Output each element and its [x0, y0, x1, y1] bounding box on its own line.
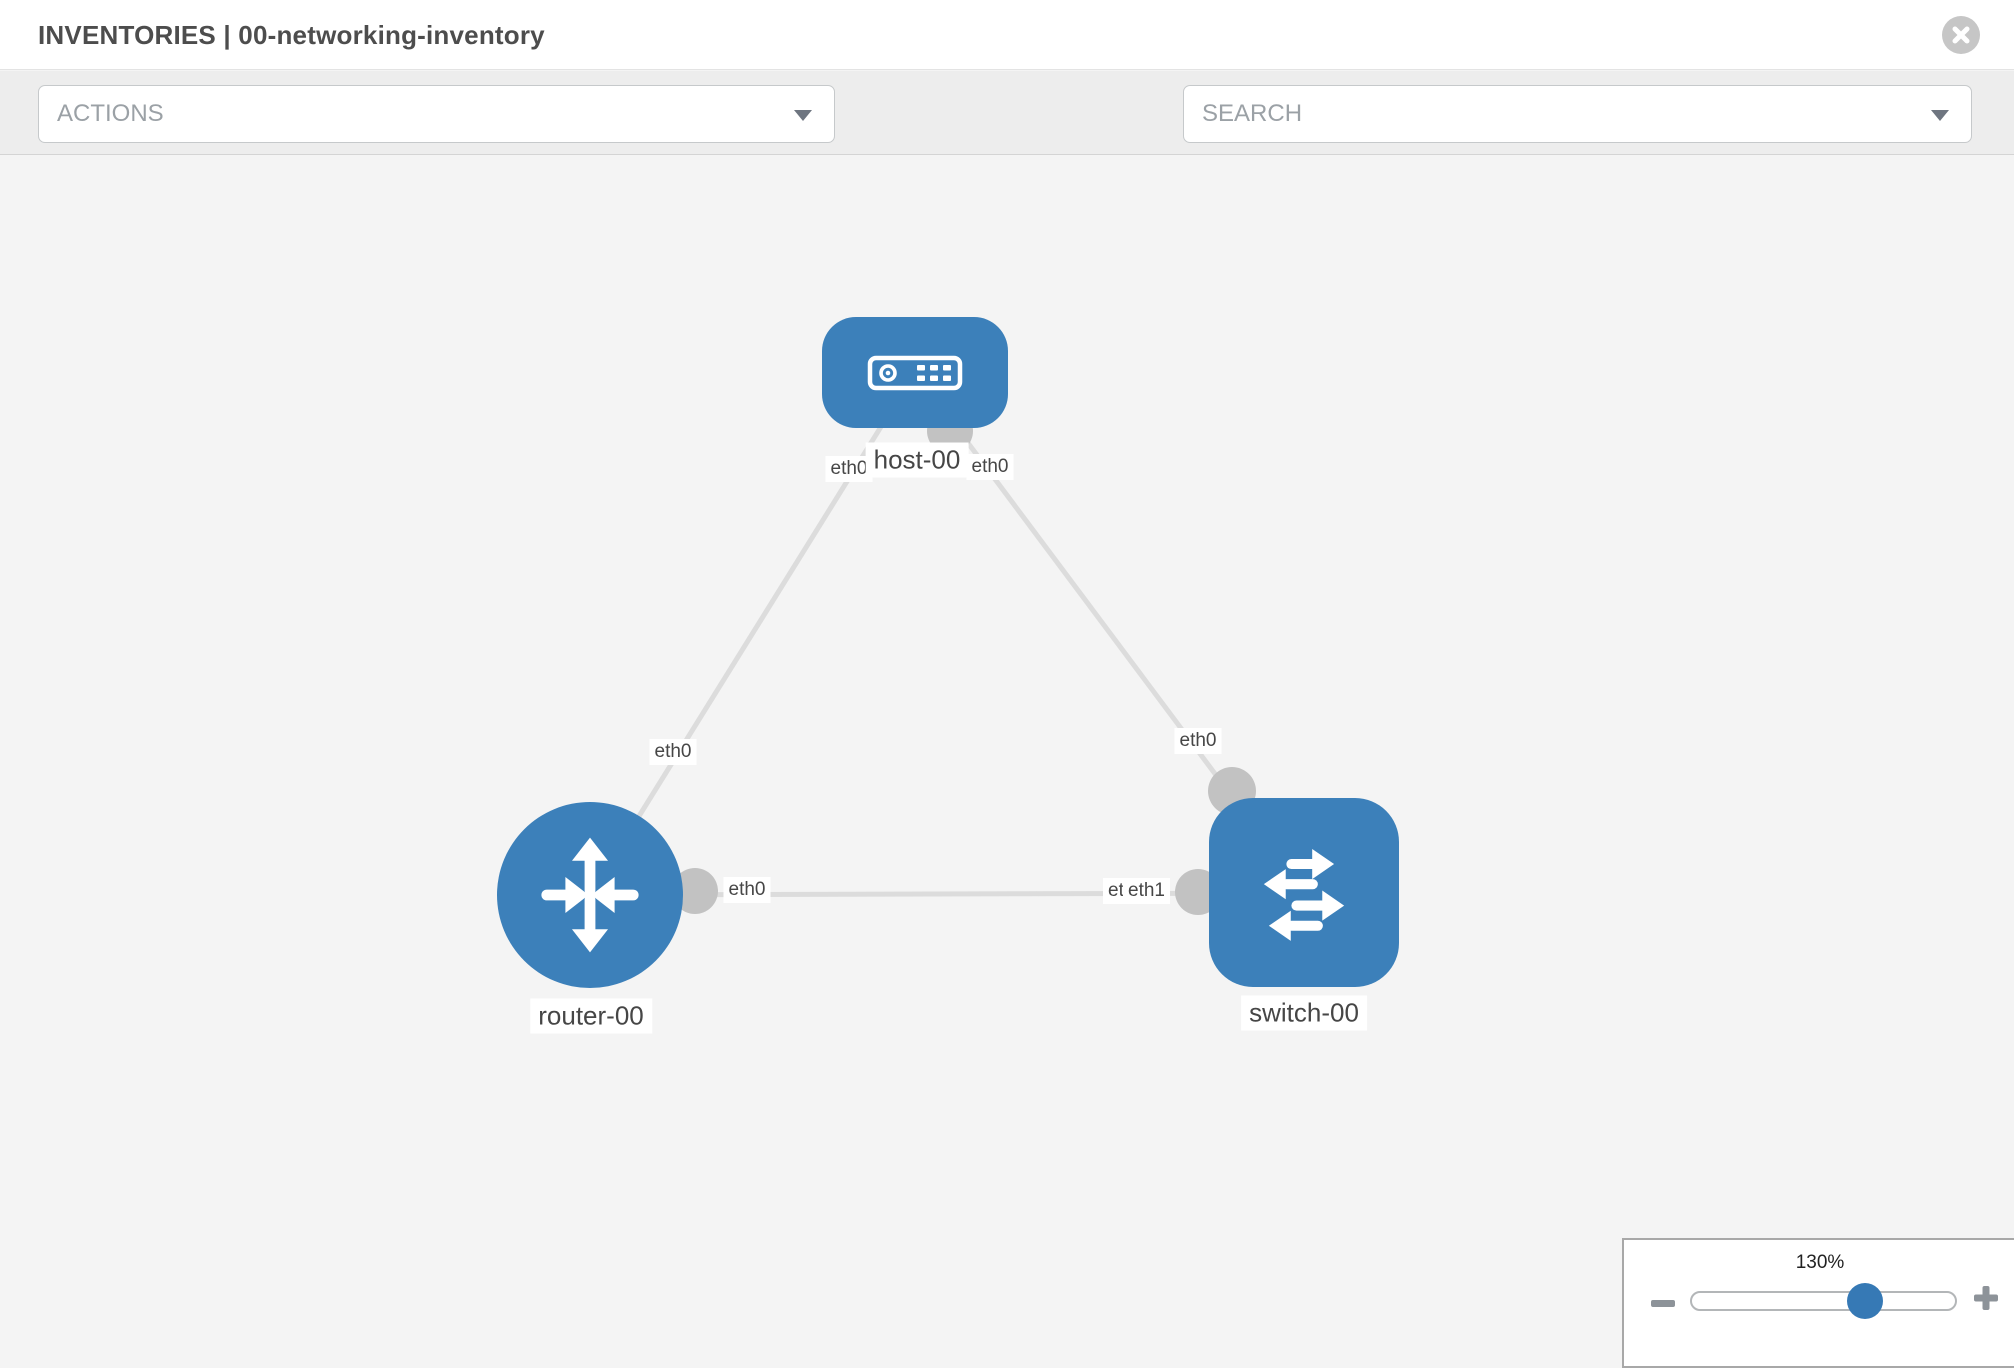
actions-dropdown-label: ACTIONS — [57, 100, 164, 127]
node-host[interactable] — [822, 317, 1008, 428]
zoom-percent-label: 130% — [1795, 1252, 1845, 1273]
chevron-down-icon — [794, 110, 812, 121]
zoom-panel: 130% — [1622, 1238, 2014, 1368]
topology-canvas[interactable]: eth0 eth0 eth0 eth0 eth0 eth0 eth1 — [0, 156, 2014, 1368]
search-placeholder: SEARCH — [1202, 100, 1303, 127]
search-dropdown[interactable]: SEARCH — [1183, 85, 1972, 143]
zoom-out-button[interactable] — [1650, 1290, 1676, 1316]
zoom-slider-track[interactable] — [1690, 1291, 1957, 1311]
links-layer — [587, 370, 1307, 915]
page-title: INVENTORIES | 00-networking-inventory — [38, 20, 545, 50]
host-icon — [867, 355, 963, 390]
actions-dropdown[interactable]: ACTIONS — [38, 85, 835, 143]
interface-dot-router-right[interactable] — [672, 868, 718, 914]
eth-label: eth0 — [1174, 728, 1222, 754]
eth-label: eth0 — [966, 454, 1014, 480]
node-switch[interactable] — [1209, 798, 1399, 987]
minus-icon — [1651, 1300, 1675, 1307]
router-icon — [541, 837, 639, 953]
close-icon — [1952, 26, 1970, 44]
eth-label: eth0 — [723, 877, 771, 903]
eth-label: eth0 — [825, 456, 873, 482]
node-label-host: host-00 — [865, 442, 969, 478]
zoom-in-button[interactable] — [1972, 1284, 2000, 1312]
eth-label: eth1 — [1123, 878, 1170, 904]
chevron-down-icon — [1931, 110, 1949, 121]
plus-icon — [1974, 1286, 1998, 1310]
switch-icon — [1263, 848, 1345, 941]
node-router[interactable] — [497, 802, 683, 988]
toolbar: ACTIONS SEARCH — [0, 71, 2014, 203]
eth-label: eth0 — [649, 739, 697, 765]
zoom-slider-thumb[interactable] — [1847, 1283, 1883, 1319]
node-label-switch: switch-00 — [1241, 995, 1367, 1031]
header: INVENTORIES | 00-networking-inventory — [0, 0, 2014, 70]
close-button[interactable] — [1942, 16, 1980, 54]
node-label-router: router-00 — [530, 998, 652, 1034]
